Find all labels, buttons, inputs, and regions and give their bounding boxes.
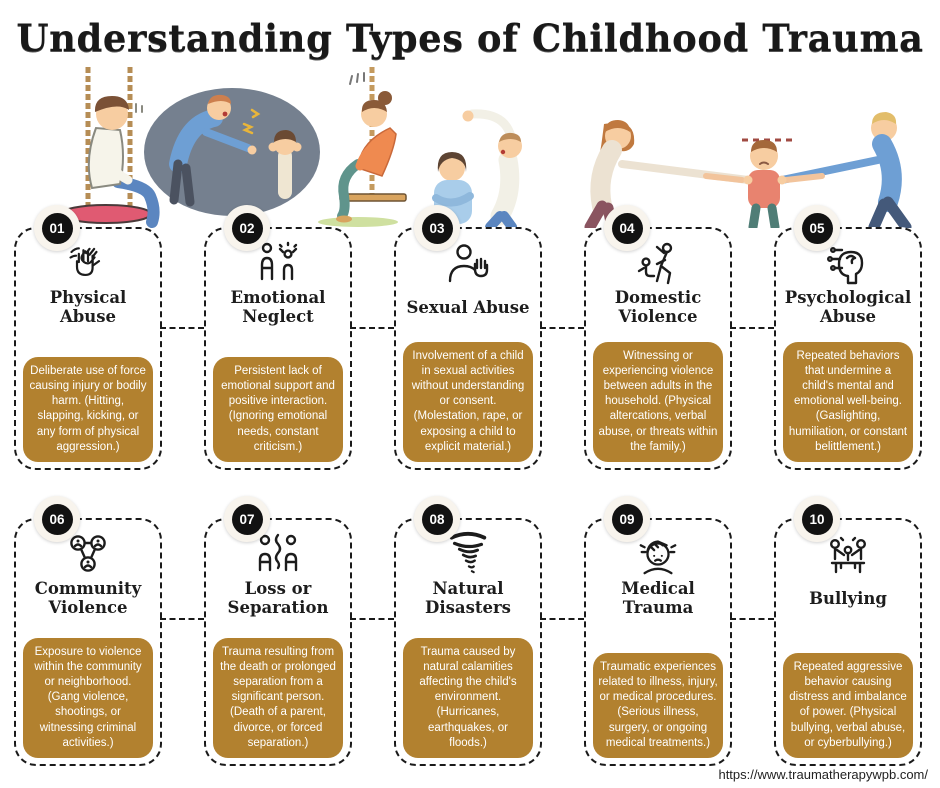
card-medical-trauma: 09 Medical Trauma Traumatic experiences … xyxy=(584,496,774,766)
card-number: 03 xyxy=(421,212,453,244)
card-description: Trauma caused by natural calamities affe… xyxy=(403,637,533,758)
card-loss-or-separation: 07 Loss or Separation Trauma resulting f… xyxy=(204,496,394,766)
card-domestic-violence: 04 Domestic Violence Witnessing or exper… xyxy=(584,205,774,470)
yelling-at-child-illustration xyxy=(144,88,320,216)
card-number-badge: 08 xyxy=(414,496,460,542)
card-description: Repeated behaviors that undermine a chil… xyxy=(783,341,913,462)
card-number-badge: 09 xyxy=(604,496,650,542)
card-title: Community Violence xyxy=(34,579,142,617)
card-sexual-abuse: 03 Sexual Abuse Involvement of a child i… xyxy=(394,205,584,470)
card-description: Exposure to violence within the communit… xyxy=(23,637,153,758)
card-bullying: 10 Bullying Repeated aggressive behavior… xyxy=(774,496,922,766)
card-number-badge: 01 xyxy=(34,205,80,251)
bullying-group-icon xyxy=(824,528,872,576)
card-description: Traumatic experiences related to illness… xyxy=(593,652,723,758)
page-title: Understanding Types of Childhood Trauma xyxy=(16,16,924,60)
card-number-badge: 02 xyxy=(224,205,270,251)
source-url: https://www.traumatherapywpb.com/ xyxy=(718,767,928,782)
card-description: Witnessing or experiencing violence betw… xyxy=(593,341,723,462)
bandaged-head-icon xyxy=(634,528,682,576)
card-title: Sexual Abuse xyxy=(406,297,530,317)
card-number-badge: 10 xyxy=(794,496,840,542)
card-title: Physical Abuse xyxy=(49,288,127,326)
card-description: Deliberate use of force causing injury o… xyxy=(23,356,153,462)
card-psychological-abuse: 05 Psychological Abuse Repeated behavior… xyxy=(774,205,922,470)
man-scolding-woman-illustration xyxy=(432,109,522,228)
card-title: Medical Trauma xyxy=(621,579,695,617)
person-clutching-chest-icon xyxy=(444,237,492,285)
adult-threatening-child-icon xyxy=(635,237,681,285)
card-title: Domestic Violence xyxy=(614,288,702,326)
card-description: Repeated aggressive behavior causing dis… xyxy=(783,652,913,758)
cards-row-1: 01 Physical Abuse Deliberate use of forc… xyxy=(14,205,926,470)
card-community-violence: 06 Community Violence Exposure to violen… xyxy=(14,496,204,766)
card-title: Natural Disasters xyxy=(425,579,511,617)
card-number-badge: 07 xyxy=(224,496,270,542)
card-number: 07 xyxy=(231,503,263,535)
card-physical-abuse: 01 Physical Abuse Deliberate use of forc… xyxy=(14,205,204,470)
sad-girl-on-swing-illustration xyxy=(318,64,407,227)
parent-and-child-icon xyxy=(253,237,303,285)
hero-illustrations xyxy=(60,64,912,228)
card-number: 06 xyxy=(41,503,73,535)
head-with-circuit-brain-icon xyxy=(824,237,872,285)
card-number: 09 xyxy=(611,503,643,535)
card-number-badge: 03 xyxy=(414,205,460,251)
tornado-icon xyxy=(444,528,492,576)
separated-figures-icon xyxy=(254,528,302,576)
card-emotional-neglect: 02 Emotional Neglect Persistent lack of … xyxy=(204,205,394,470)
card-description: Trauma resulting from the death or prolo… xyxy=(213,637,343,758)
sad-boy-on-swing-illustration xyxy=(60,64,160,228)
card-number: 04 xyxy=(611,212,643,244)
card-title: Loss or Separation xyxy=(227,579,329,617)
card-description: Persistent lack of emotional support and… xyxy=(213,356,343,462)
card-number: 02 xyxy=(231,212,263,244)
card-number: 05 xyxy=(801,212,833,244)
card-title: Psychological Abuse xyxy=(784,288,912,326)
card-number-badge: 06 xyxy=(34,496,80,542)
card-number: 01 xyxy=(41,212,73,244)
card-description: Involvement of a child in sexual activit… xyxy=(403,341,533,462)
card-title: Bullying xyxy=(809,588,887,608)
slap-hands-icon xyxy=(64,237,112,285)
cards-row-2: 06 Community Violence Exposure to violen… xyxy=(14,496,926,766)
card-number: 08 xyxy=(421,503,453,535)
people-network-icon xyxy=(64,528,112,576)
card-number-badge: 04 xyxy=(604,205,650,251)
card-number-badge: 05 xyxy=(794,205,840,251)
card-number: 10 xyxy=(801,503,833,535)
card-title: Emotional Neglect xyxy=(230,288,326,326)
card-natural-disasters: 08 Natural Disasters Trauma caused by na… xyxy=(394,496,584,766)
